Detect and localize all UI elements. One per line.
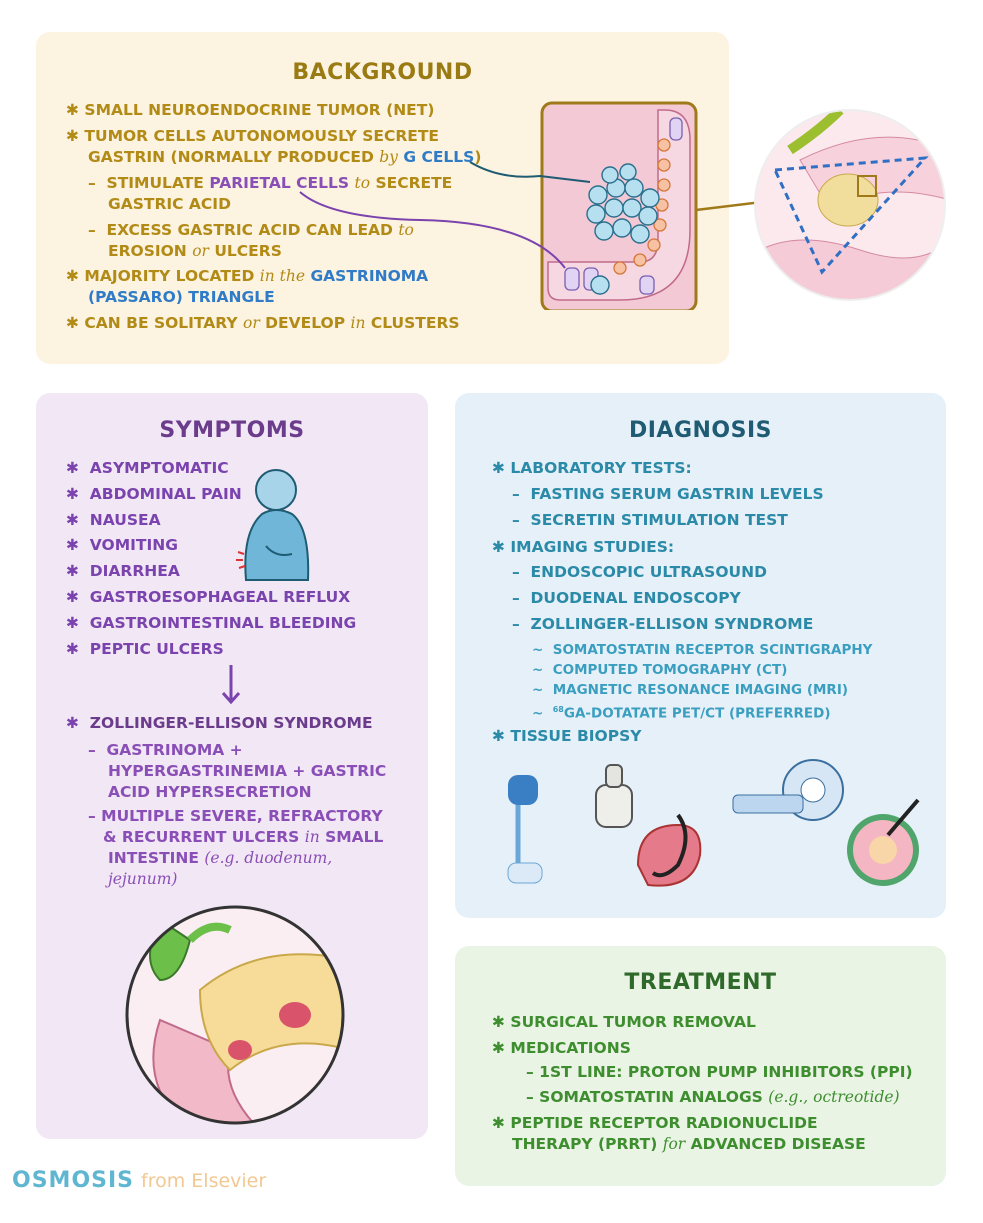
- stomach-endoscope-icon: [636, 813, 702, 887]
- background-bullet-2-cont: GASTRIN (NORMALLY PRODUCED by G CELLS): [88, 148, 482, 166]
- tissue-sample-icon: [847, 798, 920, 886]
- treatment-title: TREATMENT: [624, 970, 777, 995]
- zes-item-1-line-2: HYPERGASTRINEMIA + GASTRIC: [108, 762, 387, 780]
- zes-item-1: – GASTRINOMA +: [88, 741, 243, 759]
- zes-item-2: – MULTIPLE SEVERE, REFRACTORY: [88, 807, 383, 825]
- imaging-sub-item: ~ SOMATOSTATIN RECEPTOR SCINTIGRAPHY: [532, 642, 873, 658]
- background-sub-2: – EXCESS GASTRIC ACID CAN LEAD to: [88, 221, 414, 239]
- medication-item-1: – 1st LINE: PROTON PUMP INHIBITORS (PPI): [526, 1063, 913, 1081]
- arrow-down-icon: [221, 665, 241, 705]
- background-bullet-3: ✱ MAJORITY LOCATED in the GASTRINOMA: [66, 267, 429, 285]
- symptom-item: ✱ NAUSEA: [66, 510, 161, 529]
- background-bullet-2: ✱ TUMOR CELLS AUTONOMOUSLY SECRETE: [66, 127, 440, 145]
- imaging-sub-item: ~ MAGNETIC RESONANCE IMAGING (MRI): [532, 682, 849, 698]
- tumor-tissue-illustration: [299, 101, 946, 310]
- symptom-item: ✱ GASTROINTESTINAL BLEEDING: [66, 613, 357, 632]
- imaging-item: – ZOLLINGER-ELLISON SYNDROME: [512, 615, 814, 633]
- biopsy-heading: ✱ TISSUE BIOPSY: [492, 727, 642, 745]
- syringe-icon: [507, 775, 543, 884]
- background-bullet-1: ✱ SMALL NEUROENDOCRINE TUMOR (NET): [66, 101, 435, 119]
- treatment-panel: [455, 946, 946, 1186]
- treatment-item-3: ✱ PEPTIDE RECEPTOR RADIONUCLIDE: [492, 1114, 818, 1132]
- ultrasound-probe-icon: [595, 764, 633, 828]
- symptom-item: ✱ ABDOMINAL PAIN: [66, 484, 242, 503]
- patient-abdominal-pain-icon: [236, 469, 310, 581]
- treatment-item-1: ✱ SURGICAL TUMOR REMOVAL: [492, 1013, 756, 1031]
- zes-item-2-line-4: jejunum): [108, 870, 178, 888]
- treatment-item-2: ✱ MEDICATIONS: [492, 1039, 631, 1057]
- imaging-sub-item: ~ COMPUTED TOMOGRAPHY (CT): [532, 662, 788, 678]
- symptom-item: ✱ VOMITING: [66, 536, 178, 555]
- imaging-item: – DUODENAL ENDOSCOPY: [512, 589, 741, 607]
- background-bullet-3-cont: (PASSARO) TRIANGLE: [88, 288, 275, 306]
- background-bullet-4: ✱ CAN BE SOLITARY or DEVELOP in CLUSTERS: [66, 314, 460, 332]
- treatment-item-3-cont: THERAPY (PRRT) for ADVANCED DISEASE: [512, 1135, 866, 1153]
- mri-scanner-icon: [732, 759, 844, 821]
- pancreas-duodenum-illustration: [125, 905, 345, 1125]
- background-sub-1-cont: GASTRIC ACID: [108, 195, 231, 213]
- zes-item-1-line-3: ACID HYPERSECRETION: [108, 783, 312, 801]
- symptoms-title: SYMPTOMS: [159, 418, 305, 443]
- zes-item-2-line-2: & RECURRENT ULCERS in SMALL: [103, 828, 384, 846]
- lab-tests-heading: ✱ LABORATORY TESTS:: [492, 459, 692, 477]
- background-sub-2-cont: EROSION or ULCERS: [108, 242, 282, 260]
- background-title: BACKGROUND: [292, 60, 473, 85]
- zes-item-2-line-3: INTESTINE (e.g. duodenum,: [108, 849, 333, 867]
- symptom-item: ✱ PEPTIC ULCERS: [66, 639, 224, 658]
- lab-test-item: – FASTING SERUM GASTRIN LEVELS: [512, 485, 824, 503]
- diagnostic-tools-illustration: [507, 759, 920, 887]
- lab-test-item: – SECRETIN STIMULATION TEST: [512, 511, 788, 529]
- background-sub-1: – STIMULATE PARIETAL CELLS to SECRETE: [88, 174, 453, 192]
- osmosis-logo: OSMOSIS from Elsevier: [12, 1168, 267, 1193]
- ga-pet-item: ~ 68Ga-DOTATATE PET/CT (PREFERRED): [532, 705, 831, 722]
- zes-heading: ✱ ZOLLINGER-ELLISON SYNDROME: [66, 714, 373, 732]
- diagnosis-title: DIAGNOSIS: [628, 418, 773, 443]
- symptom-item: ✱ GASTROESOPHAGEAL REFLUX: [66, 588, 351, 606]
- symptom-item: ✱ ASYMPTOMATIC: [66, 459, 229, 477]
- medication-item-2: – SOMATOSTATIN ANALOGS (e.g., octreotide…: [526, 1088, 900, 1106]
- symptom-item: ✱ DIARRHEA: [66, 562, 180, 581]
- imaging-heading: ✱ IMAGING STUDIES:: [492, 538, 675, 556]
- imaging-item: – ENDOSCOPIC ULTRASOUND: [512, 563, 767, 581]
